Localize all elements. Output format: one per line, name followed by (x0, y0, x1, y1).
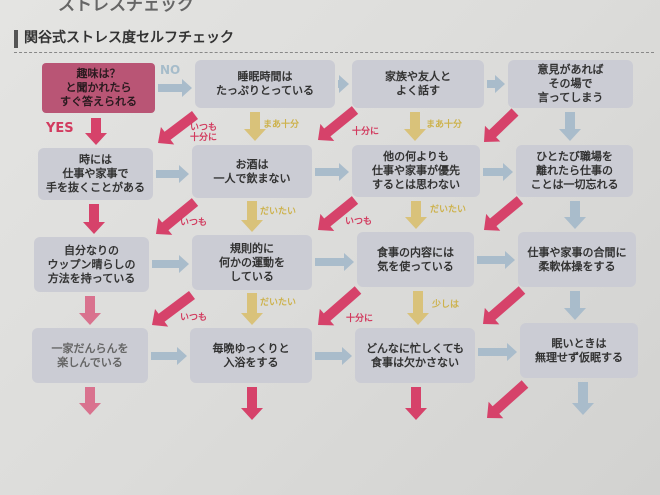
start-node: 趣味は？ と聞かれたら すぐ答えられる (42, 63, 155, 113)
node-diet: 食事の内容には 気を使っている (357, 232, 474, 287)
down-arrow-icon (559, 112, 581, 141)
down-arrow-icon (79, 296, 101, 325)
down-arrow-icon (85, 118, 107, 145)
label-r1-c3-diag: 十分に (352, 127, 380, 137)
right-arrow-icon (478, 343, 517, 361)
node-talk: 家族や友人と よく話す (352, 60, 484, 108)
down-arrow-icon (564, 291, 586, 320)
node-meals: どんなに忙しくても 食事は欠かさない (355, 328, 475, 383)
page-title: ストレスチェック (58, 0, 194, 15)
node-exercise: 規則的に 何かの運動を している (192, 235, 312, 290)
right-arrow-icon (158, 79, 192, 97)
label-r3-c3-diag: 十分に (346, 314, 374, 324)
node-stretch: 仕事や家事の合間に 柔軟体操をする (518, 232, 636, 287)
down-arrow-icon (79, 387, 101, 415)
node-forget-work: ひとたび職場を 離れたら仕事の ことは一切忘れる (516, 145, 633, 197)
down-arrow-icon (407, 291, 429, 325)
label-r3-c2-diag: いつも (180, 313, 208, 323)
label-r2-c2-down: だいたい (260, 207, 297, 217)
right-arrow-icon (315, 347, 352, 365)
down-arrow-icon (241, 293, 263, 325)
diagonal-arrow-icon (484, 108, 519, 142)
section-title: 関谷式ストレス度セルフチェック (24, 30, 234, 46)
section-divider (14, 52, 654, 53)
down-arrow-icon (241, 201, 263, 232)
right-arrow-icon (315, 253, 354, 271)
down-arrow-icon (405, 387, 427, 420)
diagonal-arrow-icon (483, 286, 526, 325)
node-opinion: 意見があれば その場で 言ってしまう (508, 60, 633, 108)
label-r1-c2-down: まあ十分 (263, 120, 300, 130)
down-arrow-icon (405, 201, 427, 229)
node-nap: 眠いときは 無理せず仮眠する (520, 323, 638, 378)
right-arrow-icon (315, 163, 349, 181)
node-alcohol: お酒は 一人で飲まない (192, 145, 312, 198)
right-arrow-icon (156, 165, 189, 183)
diagonal-arrow-icon (156, 198, 199, 235)
label-no: NO (160, 63, 181, 77)
label-r1-c3-down: まあ十分 (426, 120, 463, 130)
right-arrow-icon (487, 75, 505, 93)
node-family: 一家だんらんを 楽しんでいる (32, 328, 148, 383)
down-arrow-icon (244, 112, 266, 141)
node-slack: 時には 仕事や家事で 手を抜くことがある (38, 148, 153, 200)
down-arrow-icon (572, 382, 594, 415)
diagonal-arrow-icon (152, 291, 195, 327)
right-arrow-icon (338, 75, 349, 93)
label-r3-c2-down: だいたい (260, 298, 297, 308)
right-arrow-icon (152, 255, 189, 273)
label-r1-c2-diag: いつも 十分に (190, 123, 218, 143)
diagonal-arrow-icon (318, 286, 362, 326)
down-arrow-icon (83, 204, 105, 234)
section-marker (14, 30, 18, 48)
right-arrow-icon (477, 251, 515, 269)
label-r3-c3-down: 少しは (432, 300, 460, 310)
right-arrow-icon (483, 163, 513, 181)
right-arrow-icon (151, 347, 187, 365)
label-r2-c3-down: だいたい (430, 205, 467, 215)
node-stress-relief: 自分なりの ウップン晴らしの 方法を持っている (34, 237, 149, 292)
node-bath: 毎晩ゆっくりと 入浴をする (190, 328, 312, 383)
label-r2-c3-diag: いつも (345, 217, 373, 227)
label-r2-c2-diag: いつも (180, 218, 208, 228)
down-arrow-icon (404, 112, 426, 141)
down-arrow-icon (241, 387, 263, 420)
diagonal-arrow-icon (484, 196, 524, 231)
diagonal-arrow-icon (318, 106, 359, 141)
diagonal-arrow-icon (487, 380, 529, 419)
label-yes: YES (46, 121, 74, 136)
down-arrow-icon (564, 201, 586, 229)
node-priority: 他の何よりも 仕事や家事が優先 するとは思わない (352, 145, 480, 197)
diagonal-arrow-icon (318, 196, 359, 231)
diagonal-arrow-icon (158, 111, 199, 145)
node-sleep: 睡眠時間は たっぷりとっている (195, 60, 335, 108)
